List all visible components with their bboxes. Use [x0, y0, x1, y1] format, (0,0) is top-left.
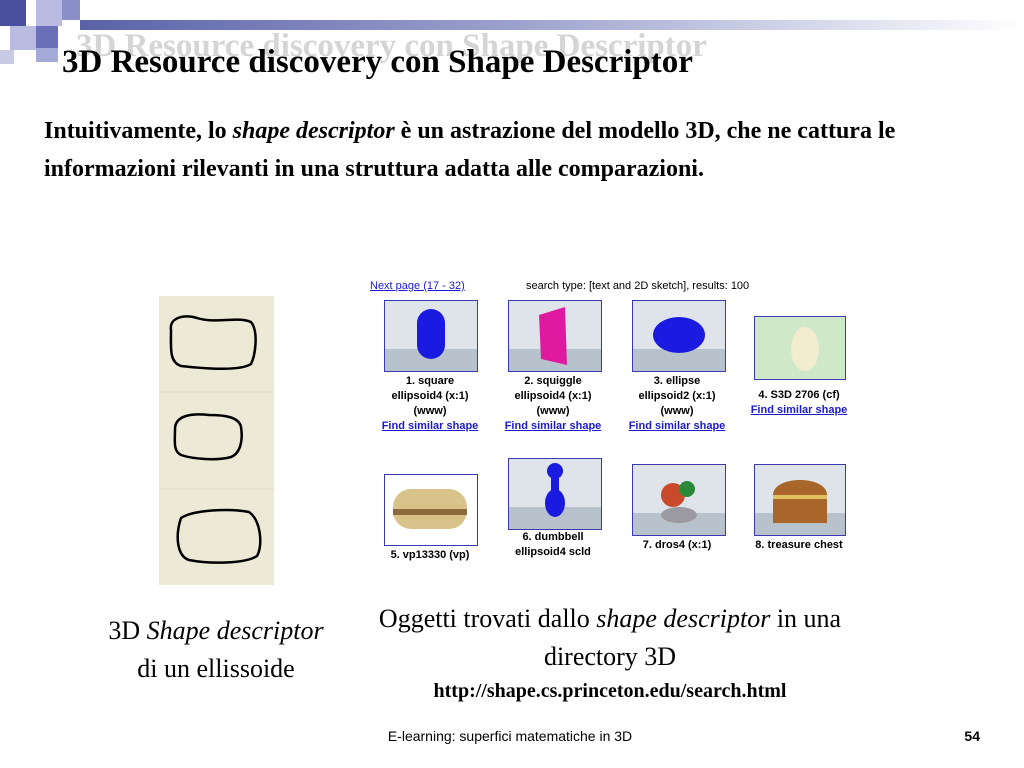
- find-similar-link[interactable]: Find similar shape: [628, 420, 726, 432]
- find-similar-link[interactable]: Find similar shape: [750, 404, 848, 416]
- result-thumbnail-8[interactable]: [754, 464, 846, 536]
- corner-square: [36, 26, 58, 48]
- result-caption-2: 2. squiggle ellipsoid4 (x:1) (www) Find …: [494, 374, 612, 434]
- result-title: 7. dros4 (x:1): [642, 539, 712, 551]
- search-results-screenshot: Next page (17 - 32) search type: [text a…: [366, 278, 866, 568]
- result-caption-4: 4. S3D 2706 (cf) Find similar shape: [740, 388, 858, 418]
- result-title: 1. square: [405, 375, 455, 387]
- result-title: 3. ellipse: [653, 375, 701, 387]
- result-caption-5: 5. vp13330 (vp): [371, 548, 489, 563]
- next-page-link[interactable]: Next page (17 - 32): [370, 280, 465, 292]
- result-thumbnail-7[interactable]: [632, 464, 726, 536]
- shape-descriptor-panel: [159, 296, 274, 585]
- title-bar-decoration: [80, 20, 1024, 30]
- result-thumbnail-5[interactable]: [384, 474, 478, 546]
- intro-emphasis: shape descriptor: [232, 118, 395, 144]
- intro-paragraph: Intuitivamente, lo shape descriptor è un…: [44, 112, 974, 188]
- result-source: (www): [413, 405, 447, 417]
- footer-text: E-learning: superfici matematiche in 3D: [387, 728, 633, 744]
- result-source: (www): [660, 405, 694, 417]
- corner-square: [0, 50, 14, 64]
- corner-square: [62, 0, 80, 20]
- intro-text-rest: è un astrazione del modello 3D, che ne c…: [44, 118, 896, 182]
- title-shadow: 3D Resource discovery con Shape Descript…: [76, 28, 707, 64]
- find-similar-link[interactable]: Find similar shape: [504, 420, 602, 432]
- right-caption: Oggetti trovati dallo shape descriptor i…: [360, 600, 860, 676]
- result-title: 4. S3D 2706 (cf): [758, 389, 840, 401]
- result-title: 6. dumbbell: [522, 531, 584, 543]
- find-similar-link[interactable]: Find similar shape: [381, 420, 479, 432]
- intro-text: Intuitivamente, lo: [44, 118, 233, 144]
- source-url: http://shape.cs.princeton.edu/search.htm…: [433, 680, 787, 702]
- result-thumbnail-6[interactable]: [508, 458, 602, 530]
- sketch-cell: [159, 490, 274, 585]
- sketch-cell: [159, 296, 274, 391]
- result-title: 8. treasure chest: [755, 539, 843, 551]
- result-caption-1: 1. square ellipsoid4 (x:1) (www) Find si…: [371, 374, 489, 434]
- left-caption-emphasis: Shape descriptor: [146, 616, 324, 645]
- result-thumbnail-4[interactable]: [754, 316, 846, 380]
- result-model: ellipsoid4 (x:1): [391, 390, 469, 402]
- result-model: ellipsoid4 scld: [515, 546, 591, 558]
- slide-title: 3D Resource discovery con Shape Descript…: [62, 28, 982, 94]
- result-title: 5. vp13330 (vp): [390, 549, 470, 561]
- sketch-cell: [159, 393, 274, 488]
- corner-square: [36, 0, 62, 26]
- right-caption-text-rest: in una directory 3D: [543, 604, 842, 671]
- result-caption-7: 7. dros4 (x:1): [618, 538, 736, 553]
- result-caption-3: 3. ellipse ellipsoid2 (x:1) (www) Find s…: [618, 374, 736, 434]
- left-caption-line2: di un ellissoide: [137, 654, 295, 683]
- right-caption-emphasis: shape descriptor: [596, 604, 771, 633]
- search-info: search type: [text and 2D sketch], resul…: [526, 280, 750, 292]
- result-model: ellipsoid2 (x:1): [638, 390, 716, 402]
- page-number: 54: [964, 728, 980, 744]
- result-thumbnail-3[interactable]: [632, 300, 726, 372]
- left-caption: 3D Shape descriptor di un ellissoide: [66, 612, 366, 688]
- title-text: 3D Resource discovery con Shape Descript…: [62, 44, 693, 80]
- corner-square: [10, 26, 36, 50]
- result-thumbnail-1[interactable]: [384, 300, 478, 372]
- result-caption-8: 8. treasure chest: [740, 538, 858, 553]
- right-caption-text: Oggetti trovati dallo: [378, 604, 597, 633]
- result-thumbnail-2[interactable]: [508, 300, 602, 372]
- left-caption-prefix: 3D: [108, 616, 147, 645]
- result-model: ellipsoid4 (x:1): [514, 390, 592, 402]
- result-title: 2. squiggle: [524, 375, 582, 387]
- corner-square: [0, 0, 26, 26]
- result-source: (www): [536, 405, 570, 417]
- corner-square: [36, 48, 58, 62]
- result-caption-6: 6. dumbbell ellipsoid4 scld: [494, 530, 612, 560]
